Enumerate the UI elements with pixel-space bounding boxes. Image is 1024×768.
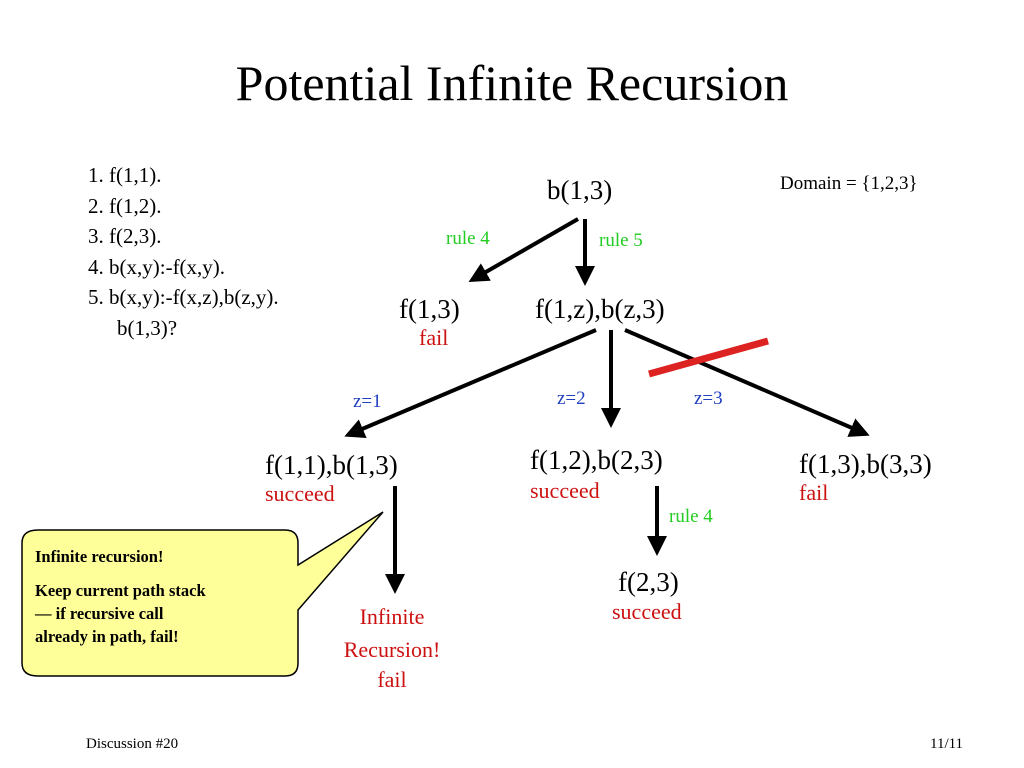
footer-page-number: 11/11 [930,736,964,752]
node-infinite-line1: Infinite [359,604,425,629]
callout-line-1: Keep current path stack [35,581,206,600]
rule-1: 1. f(1,1). [88,163,162,187]
strike-line [648,337,769,378]
rule-5: 5. b(x,y):-f(x,z),b(z,y). [88,285,279,309]
outcome-f11-b13: succeed [265,481,335,506]
outcome-f23: succeed [612,599,682,624]
outcome-f13: fail [419,325,449,350]
callout-heading: Infinite recursion! [35,547,164,566]
label-rule5: rule 5 [599,230,643,251]
node-f23: f(2,3) [618,567,679,597]
edge-z3 [624,328,870,437]
label-z1: z=1 [353,391,382,412]
node-infinite-line2: Recursion! [343,637,441,662]
node-f12-b23: f(1,2),b(2,3) [530,445,663,475]
footer-left: Discussion #20 [86,736,179,752]
label-z2: z=2 [557,388,586,409]
rule-2: 2. f(1,2). [88,193,162,218]
callout-bubble [21,511,384,677]
label-rule4-lower: rule 4 [669,506,713,527]
domain-label: Domain = {1,2,3} [780,173,918,194]
node-root: b(1,3) [547,175,613,205]
node-f13-b33: f(1,3),b(3,3) [799,449,932,479]
node-f1z-bz3: f(1,z),b(z,3) [535,294,665,324]
node-f13: f(1,3) [399,294,460,324]
callout-text: Infinite recursion! Keep current path st… [35,545,285,648]
query: b(1,3)? [117,315,178,340]
label-z3: z=3 [694,388,723,409]
outcome-infinite: fail [377,667,407,692]
edge-z1 [344,328,597,438]
rule-3: 3. f(2,3). [88,224,162,248]
node-f11-b13: f(1,1),b(1,3) [265,450,398,480]
outcome-f13-b33: fail [799,480,829,505]
slide-title: Potential Infinite Recursion [235,55,789,111]
rule-4: 4. b(x,y):-f(x,y). [88,254,226,279]
outcome-f12-b23: succeed [530,478,600,503]
callout-line-2: — if recursive call [35,604,164,623]
label-rule4: rule 4 [446,228,490,249]
callout-line-3: already in path, fail! [35,627,179,646]
rules-list: 1. f(1,1). 2. f(1,2). 3. f(2,3). 4. b(x,… [88,160,279,343]
edge-root-rule4 [468,217,579,282]
